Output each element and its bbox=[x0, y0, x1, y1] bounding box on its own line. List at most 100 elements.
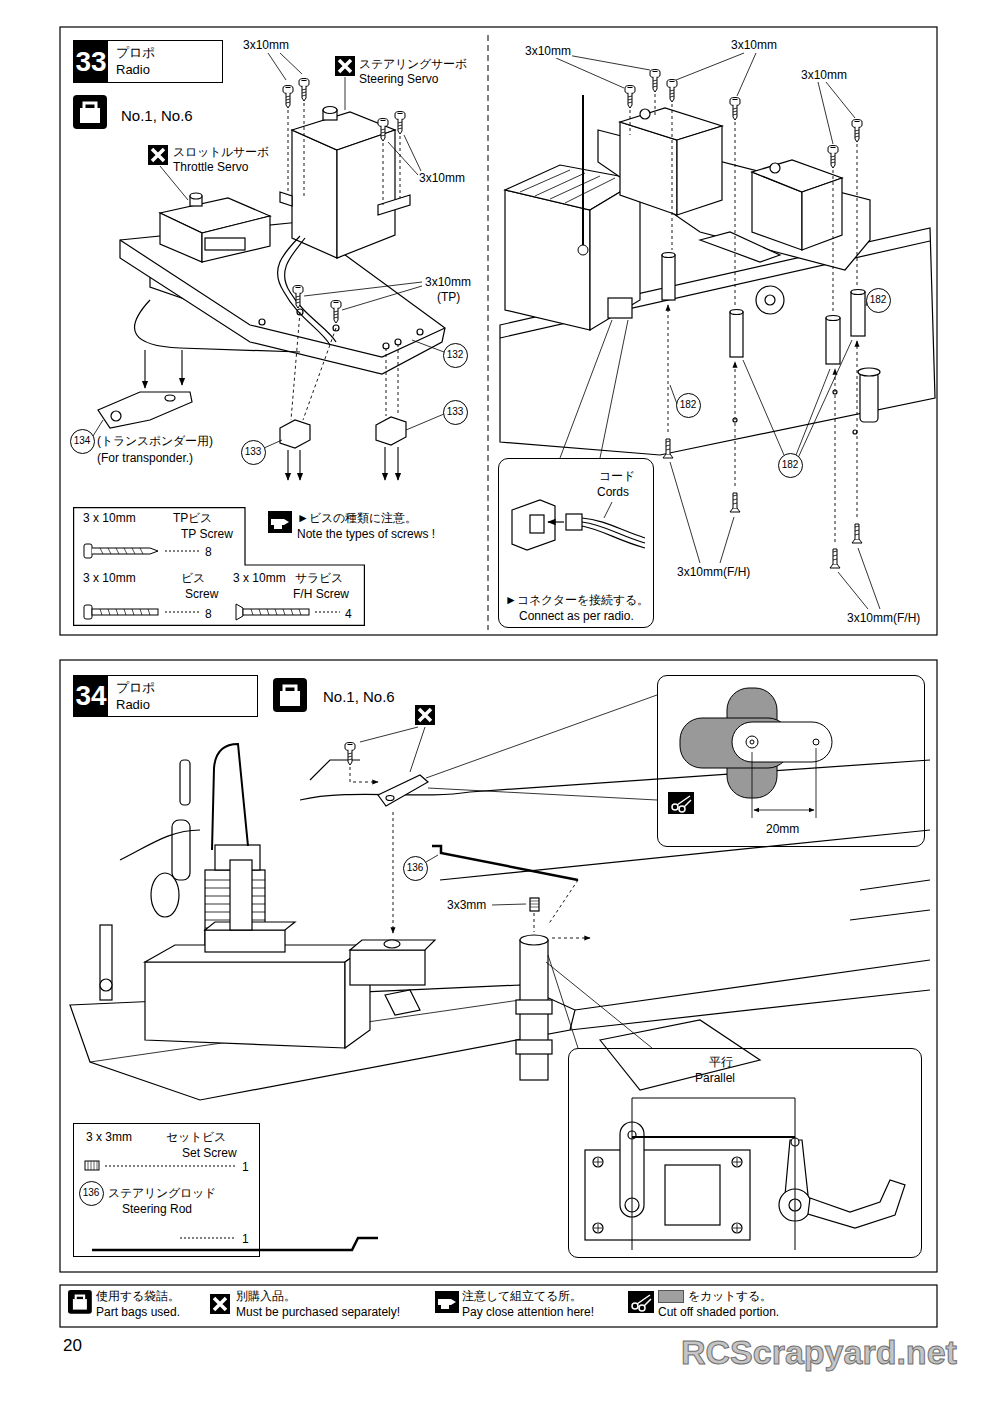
callout-number: 133 bbox=[443, 400, 468, 425]
leader-line bbox=[826, 82, 855, 118]
guide-line bbox=[304, 103, 305, 196]
chassis bbox=[600, 1020, 760, 1090]
engine bbox=[212, 744, 248, 850]
node-text: 3 x 10mm bbox=[83, 511, 136, 525]
shock bbox=[860, 372, 878, 422]
post bbox=[662, 255, 675, 300]
servo-horn bbox=[378, 775, 428, 806]
attention-icon bbox=[435, 1291, 459, 1313]
bag-number: No.1, No.6 bbox=[120, 107, 194, 125]
part-label: 3x10mm bbox=[730, 38, 778, 52]
post bbox=[730, 310, 743, 315]
engine bbox=[120, 830, 200, 860]
purchase-separately-mark bbox=[148, 145, 168, 165]
steering-servo bbox=[350, 950, 425, 985]
leader-line bbox=[304, 282, 422, 296]
engine bbox=[172, 820, 190, 880]
guide-line bbox=[655, 94, 656, 118]
leader-line bbox=[406, 414, 444, 430]
leader-line bbox=[858, 548, 880, 609]
transponder-mount bbox=[98, 392, 192, 428]
leader-line bbox=[426, 695, 657, 778]
bag-icon bbox=[68, 1290, 92, 1314]
panel-frame bbox=[60, 1285, 937, 1327]
purchase-separately-mark bbox=[210, 1294, 230, 1314]
servo bbox=[640, 109, 650, 119]
connector-detail bbox=[582, 518, 645, 548]
screw bbox=[830, 549, 840, 568]
part-label: 3x10mm bbox=[424, 275, 472, 289]
guide-line bbox=[400, 136, 401, 198]
steering-servo bbox=[350, 940, 435, 1015]
connector-detail bbox=[566, 514, 582, 530]
receiver-box bbox=[145, 962, 345, 1048]
leader-line bbox=[720, 517, 734, 563]
parallel-detail bbox=[632, 1098, 795, 1250]
servo-plate bbox=[417, 329, 423, 335]
guide-line bbox=[630, 110, 631, 135]
parts-table-icon bbox=[100, 548, 143, 554]
guide-line bbox=[630, 94, 857, 314]
throttle-servo bbox=[160, 193, 270, 262]
screw bbox=[828, 146, 838, 169]
leader-line bbox=[428, 788, 657, 800]
node-text: 20mm bbox=[766, 822, 799, 836]
screw bbox=[852, 120, 862, 143]
engine bbox=[151, 873, 179, 917]
assembly-arrow bbox=[144, 350, 145, 388]
screw bbox=[378, 119, 388, 142]
receiver-box bbox=[505, 190, 590, 330]
servo bbox=[802, 178, 842, 250]
legend-text: をカットする。 bbox=[688, 1289, 772, 1303]
parallel-detail bbox=[585, 1098, 905, 1250]
detail-inset: コードCords►コネクターを接続する。Connect as per radio… bbox=[498, 458, 654, 628]
node-text: コード bbox=[599, 469, 635, 483]
steering-post bbox=[516, 898, 552, 1080]
purchase-separately-mark bbox=[415, 705, 435, 725]
leader-line bbox=[93, 53, 444, 448]
servo-wire bbox=[278, 236, 330, 345]
panel-frame bbox=[60, 660, 937, 1272]
legend-text: 使用する袋詰。 bbox=[96, 1289, 180, 1303]
leader-line bbox=[492, 904, 526, 905]
step-header: 33プロポRadio bbox=[73, 40, 223, 83]
part-label: ►ビスの種類に注意。 bbox=[296, 511, 418, 525]
node-text: Radio bbox=[116, 62, 150, 78]
node-text: 8 bbox=[205, 545, 212, 559]
servo bbox=[620, 108, 842, 314]
leader-line bbox=[548, 955, 578, 1048]
leader-line bbox=[360, 695, 657, 1048]
assembly-arrow bbox=[668, 305, 857, 542]
shock bbox=[858, 368, 880, 376]
page-number: 20 bbox=[62, 1336, 83, 1356]
assembly-arrow bbox=[384, 447, 385, 480]
node-text: サラビス bbox=[295, 571, 343, 585]
servo-horn-detail bbox=[732, 722, 832, 762]
servo-horn bbox=[378, 775, 428, 806]
leader-line bbox=[838, 572, 868, 609]
bag-icon bbox=[73, 95, 107, 129]
part-label: Steering Servo bbox=[358, 72, 439, 86]
legend-swatch bbox=[658, 1290, 684, 1303]
parts-table-icon bbox=[84, 605, 92, 619]
callout-number: 133 bbox=[241, 440, 266, 465]
receiver-box bbox=[520, 170, 615, 203]
screw bbox=[650, 70, 660, 93]
step-header: 34プロポRadio bbox=[73, 675, 258, 717]
callout-text: 133 bbox=[447, 407, 464, 417]
node-text: Parallel bbox=[695, 1071, 735, 1085]
leader-line bbox=[388, 142, 418, 175]
parallel-detail bbox=[594, 1158, 741, 1232]
guide-line bbox=[383, 143, 384, 205]
antenna-tube bbox=[578, 245, 588, 255]
steering-post bbox=[530, 901, 539, 907]
chassis bbox=[853, 430, 857, 434]
node-text: F/H Screw bbox=[293, 587, 349, 601]
servo-horn-detail bbox=[752, 748, 816, 818]
step-number: 34 bbox=[74, 676, 108, 716]
guide-line bbox=[386, 348, 387, 416]
parallel-detail bbox=[585, 1150, 750, 1240]
legend-entry: 使用する袋詰。 bbox=[96, 1289, 180, 1303]
part-label: 3x10mm bbox=[524, 44, 572, 58]
part-label: Throttle Servo bbox=[172, 160, 249, 174]
